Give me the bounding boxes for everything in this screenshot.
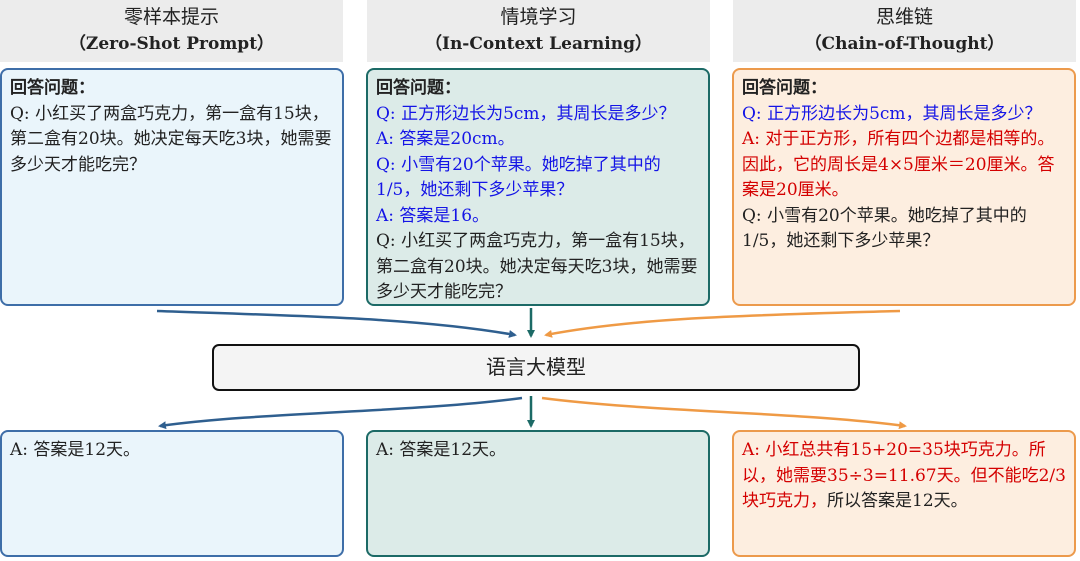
zero-shot-prompt-box: 回答问题： Q: 小红买了两盒巧克力，第一盒有15块，第二盒有20块。她决定每天…	[0, 68, 344, 306]
zero-shot-question: Q: 小红买了两盒巧克力，第一盒有15块，第二盒有20块。她决定每天吃3块，她需…	[10, 103, 332, 175]
cot-question: Q: 小雪有20个苹果。她吃掉了其中的1/5，她还剩下多少苹果？	[742, 205, 1027, 252]
header-chain-of-thought: 思维链 （Chain-of-Thought）	[733, 0, 1076, 62]
in-context-question: Q: 小红买了两盒巧克力，第一盒有15块，第二盒有20块。她决定每天吃3块，她需…	[376, 231, 698, 302]
header-zero-shot-zh: 零样本提示	[123, 6, 219, 28]
arrow-cot-to-llm	[544, 309, 901, 338]
header-chain-of-thought-zh: 思维链	[875, 6, 933, 28]
header-zero-shot: 零样本提示 （Zero-Shot Prompt）	[0, 0, 343, 62]
chain-of-thought-prompt-box: 回答问题： Q: 正方形边长为5cm，其周长是多少？ A: 对于正方形，所有四个…	[732, 68, 1076, 306]
zero-shot-heading: 回答问题：	[10, 78, 95, 98]
cot-heading: 回答问题：	[742, 78, 827, 98]
arrow-zero-shot-to-llm	[156, 309, 517, 338]
header-in-context-zh: 情境学习	[500, 6, 577, 28]
in-context-prompt-box: 回答问题： Q: 正方形边长为5cm，其周长是多少？ A: 答案是20cm。 Q…	[366, 68, 710, 306]
cot-output-final: 所以答案是12天。	[827, 491, 968, 511]
in-context-output-box: A: 答案是12天。	[366, 430, 710, 557]
in-context-demo-question-2: Q: 小雪有20个苹果。她吃掉了其中的1/5，她还剩下多少苹果？	[376, 154, 661, 201]
cot-output-box: A: 小红总共有15+20=35块巧克力。所以，她需要35÷3=11.67天。但…	[732, 430, 1076, 557]
cot-output-text: A: 小红总共有15+20=35块巧克力。所以，她需要35÷3=11.67天。但…	[742, 438, 1066, 515]
header-chain-of-thought-en: （Chain-of-Thought）	[804, 34, 1005, 54]
zero-shot-output: A: 答案是12天。	[10, 440, 141, 460]
arrow-llm-to-zero-shot-output	[158, 396, 523, 430]
in-context-output: A: 答案是12天。	[376, 440, 507, 460]
cot-demo-answer: A: 对于正方形，所有四个边都是相等的。因此，它的周长是4×5厘米＝20厘米。答…	[742, 129, 1055, 200]
llm-box: 语言大模型	[212, 344, 860, 391]
zero-shot-output-box: A: 答案是12天。	[0, 430, 344, 557]
cot-output-reasoning: A: 小红总共有15+20=35块巧克力。所以，她需要35÷3=11.67天。但…	[742, 440, 1066, 511]
cot-demo-question: Q: 正方形边长为5cm，其周长是多少？	[742, 103, 1042, 124]
in-context-demo-answer-1: A: 答案是20cm。	[376, 129, 515, 149]
in-context-demo-question-1: Q: 正方形边长为5cm，其周长是多少？	[376, 103, 676, 124]
arrow-llm-to-cot-output	[541, 396, 907, 430]
llm-label: 语言大模型	[486, 355, 586, 379]
in-context-demo-answer-2: A: 答案是16。	[376, 205, 490, 226]
header-in-context: 情境学习 （In-Context Learning）	[367, 0, 710, 62]
in-context-heading: 回答问题：	[376, 78, 461, 98]
header-in-context-en: （In-Context Learning）	[425, 34, 652, 54]
header-zero-shot-en: （Zero-Shot Prompt）	[68, 34, 275, 54]
